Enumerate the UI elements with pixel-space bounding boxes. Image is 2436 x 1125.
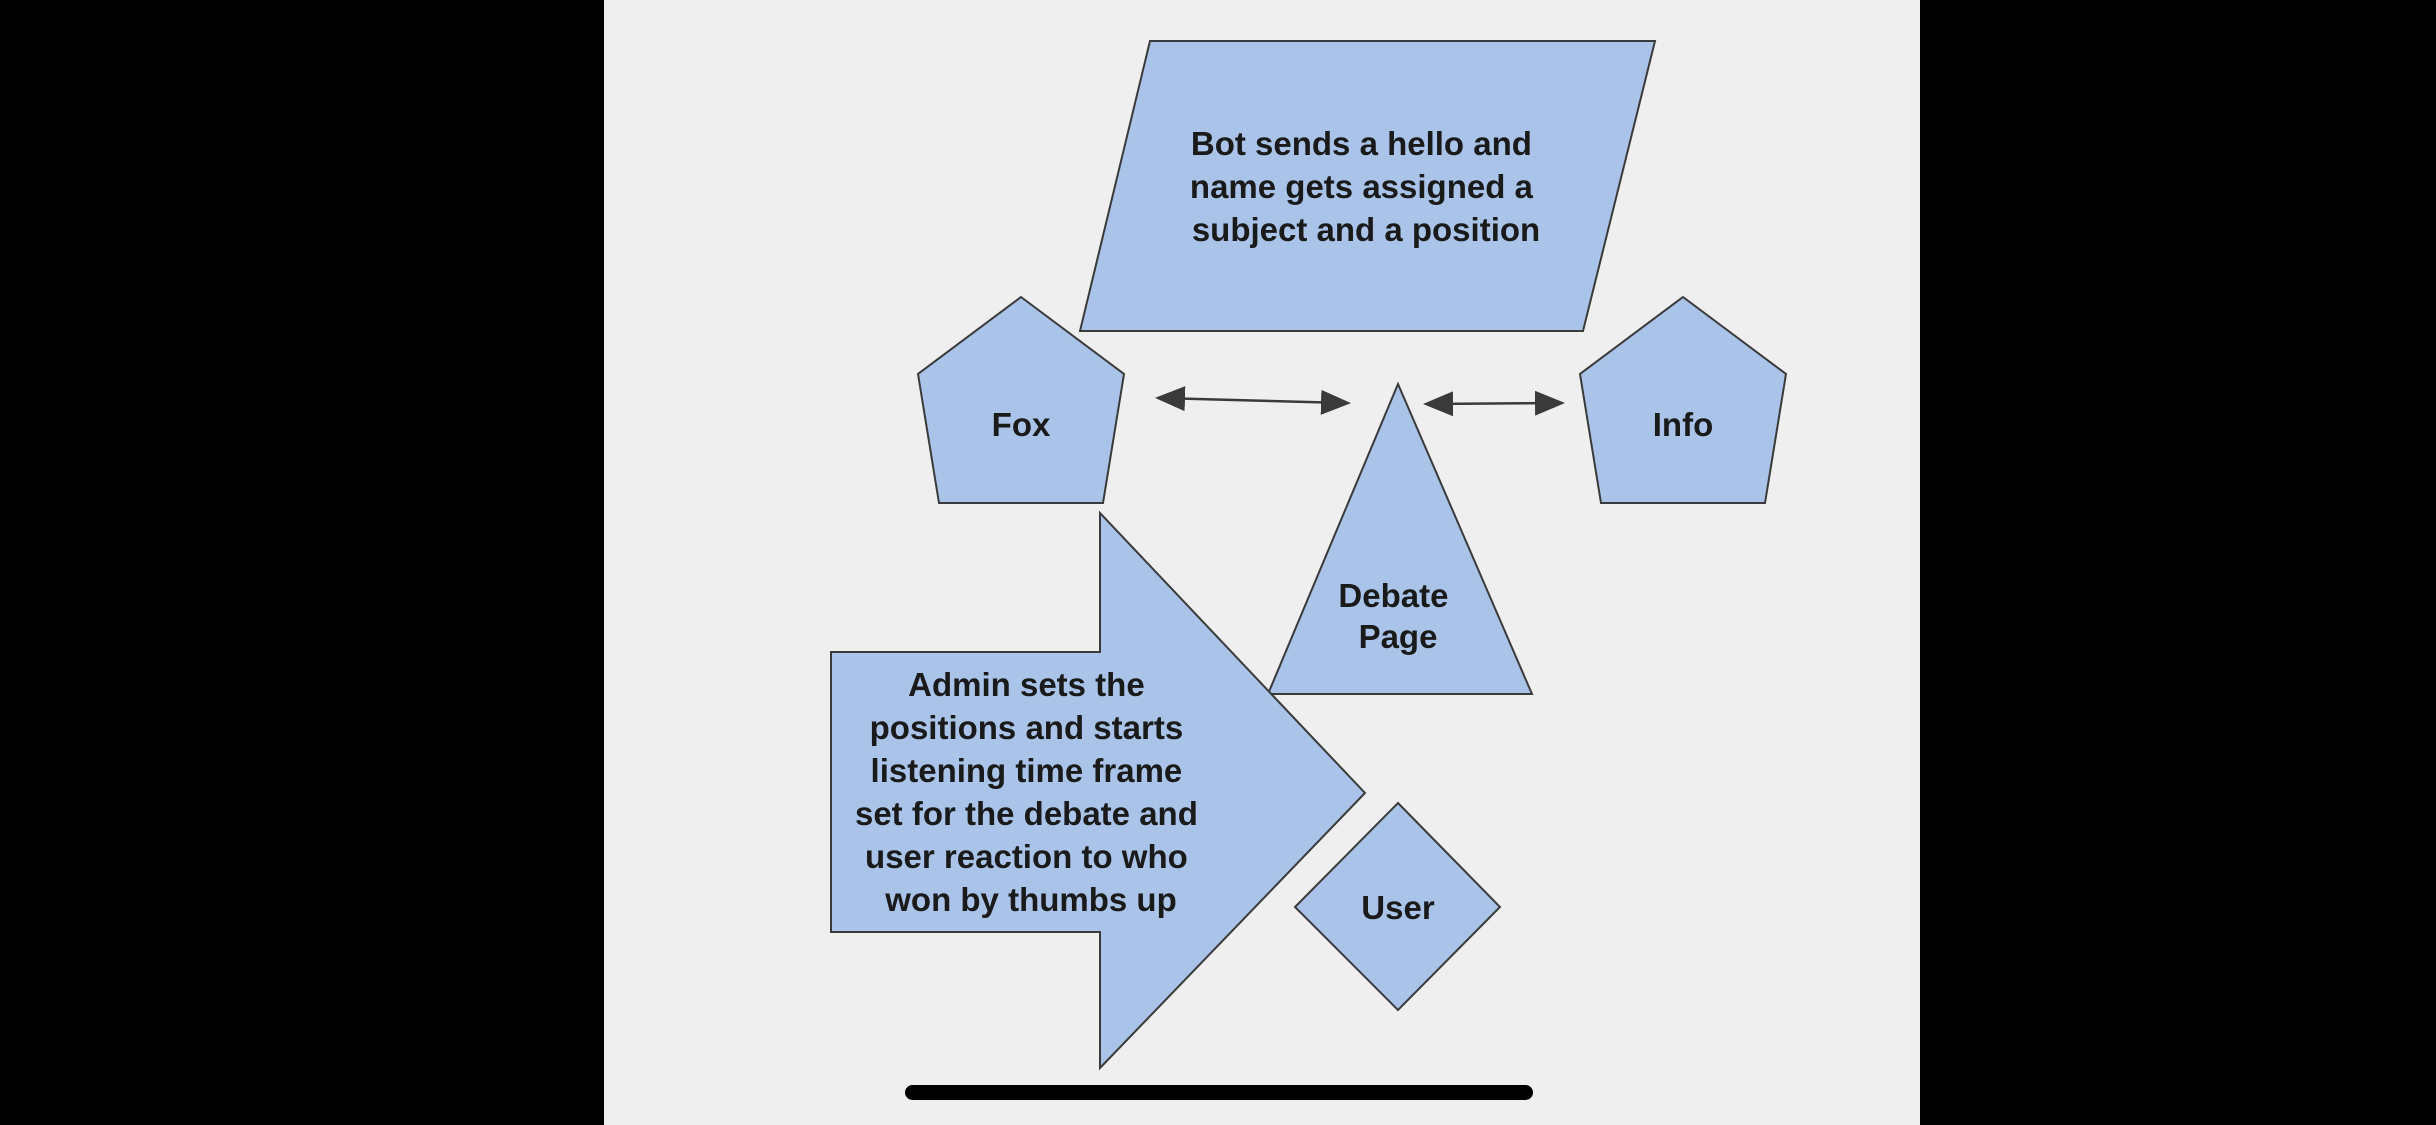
bot-hello-parallelogram: [1078, 40, 1657, 332]
fox-debate-double-arrow: [1155, 386, 1351, 415]
user-diamond: [1293, 801, 1502, 1012]
info-label: Info: [1653, 406, 1713, 443]
admin-arrow-text: Admin sets the positions and starts list…: [855, 666, 1207, 918]
info-pentagon: [1578, 295, 1788, 504]
debate-info-double-arrow: [1423, 390, 1565, 417]
fox-label: Fox: [992, 406, 1051, 443]
admin-arrow-shape: [830, 510, 1367, 1071]
debate-page-text: Debate Page: [1338, 577, 1457, 655]
debate-page-triangle: [1266, 381, 1534, 695]
fox-pentagon: [916, 295, 1126, 504]
home-indicator-bar[interactable]: [905, 1085, 1533, 1100]
bot-hello-text: Bot sends a hello and name gets assigned…: [1190, 125, 1542, 248]
user-label: User: [1361, 889, 1435, 926]
